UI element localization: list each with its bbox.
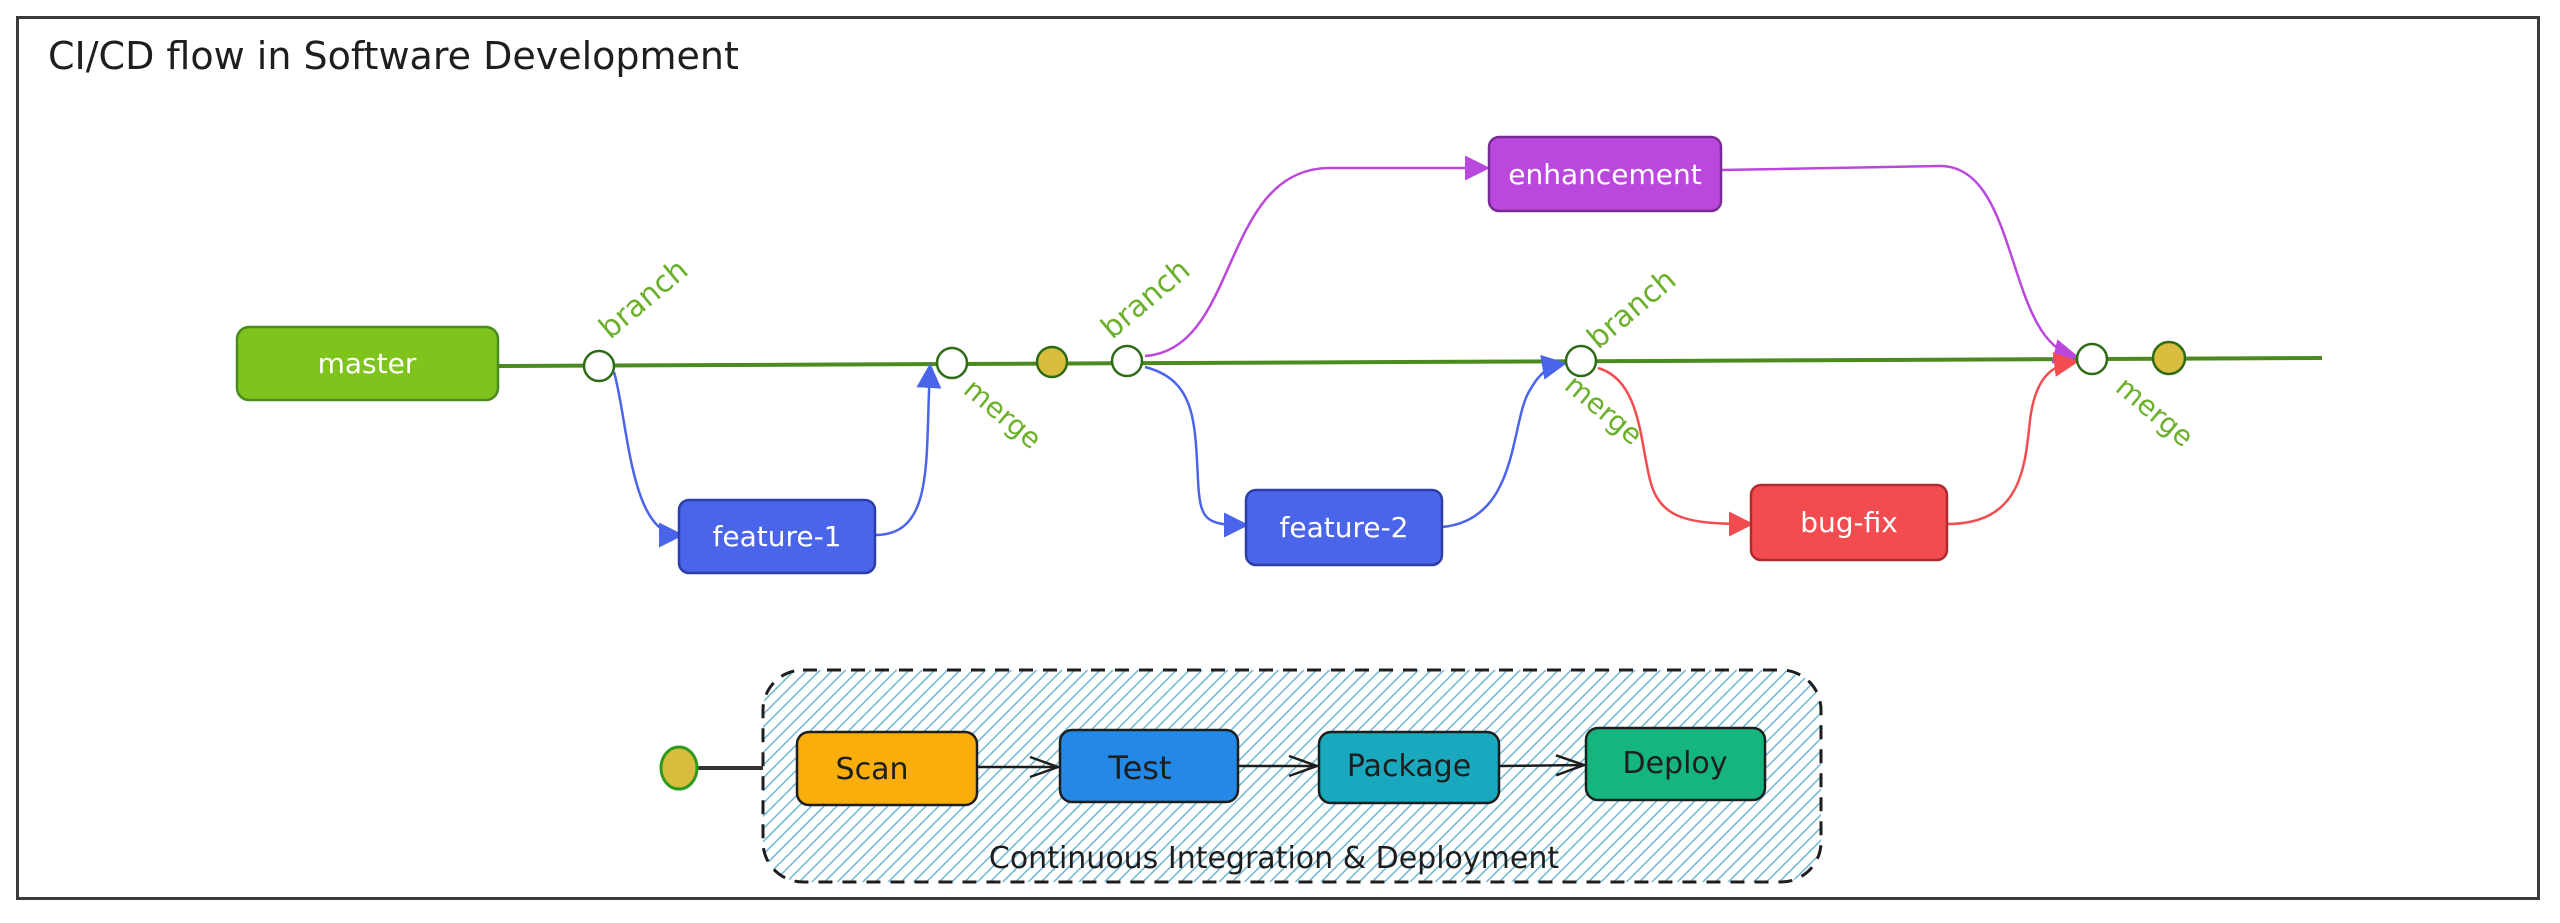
ci-cd-group-label: Continuous Integration & Deployment	[989, 841, 1559, 876]
edge-bug-fix-to-merge	[1946, 352, 2079, 526]
node-feature-2-label: feature-2	[1279, 511, 1408, 544]
edge-branch-to-feature-2	[1144, 365, 1249, 538]
stage-scan[interactable]: Scan	[795, 730, 979, 807]
commit-branch-merge-2[interactable]	[1564, 344, 1598, 378]
commit-merge-3[interactable]	[2075, 342, 2109, 376]
commit-merge-1[interactable]	[935, 346, 969, 380]
master-trunk-line	[497, 356, 2323, 368]
diagram-frame	[16, 16, 2540, 900]
node-enhancement-label: enhancement	[1508, 158, 1701, 191]
commit-branch-2[interactable]	[1110, 344, 1144, 378]
diagram-title: CI/CD flow in Software Development	[48, 34, 739, 78]
node-bug-fix-label: bug-fix	[1800, 506, 1898, 539]
edge-branch-to-enhancement	[1144, 155, 1490, 358]
label-branch-1: branch	[593, 252, 695, 346]
node-feature-1-label: feature-1	[712, 520, 841, 553]
stage-test-label: Test	[1107, 749, 1171, 787]
label-branch-2: branch	[1095, 252, 1197, 346]
commit-release-1[interactable]	[1035, 345, 1069, 379]
node-bug-fix[interactable]: bug-fix	[1749, 483, 1949, 562]
stage-deploy-label: Deploy	[1622, 746, 1727, 781]
edge-branch-to-bug-fix	[1597, 366, 1754, 537]
label-merge-3: merge	[2110, 370, 2201, 453]
edge-branch-to-feature-1	[612, 371, 684, 548]
stage-package[interactable]: Package	[1317, 730, 1501, 805]
node-enhancement[interactable]: enhancement	[1487, 135, 1723, 213]
pipeline-start-dot[interactable]	[659, 745, 699, 791]
stage-scan-label: Scan	[836, 752, 909, 787]
commit-release-2[interactable]	[2151, 340, 2187, 376]
node-feature-2[interactable]: feature-2	[1244, 488, 1444, 567]
label-merge-1: merge	[958, 372, 1049, 455]
edge-enhancement-to-merge	[1720, 164, 2079, 364]
commit-branch-1[interactable]	[582, 349, 616, 383]
label-branch-3: branch	[1581, 262, 1683, 356]
stage-deploy[interactable]: Deploy	[1584, 726, 1767, 802]
stage-package-label: Package	[1347, 749, 1471, 784]
edge-feature-2-to-merge	[1441, 354, 1567, 529]
edge-feature-1-to-merge	[874, 363, 942, 537]
node-feature-1[interactable]: feature-1	[677, 498, 877, 575]
stage-test[interactable]: Test	[1058, 728, 1240, 804]
arrow-package-to-deploy	[1498, 754, 1588, 777]
node-master[interactable]: master	[235, 325, 500, 402]
node-master-label: master	[318, 347, 417, 380]
